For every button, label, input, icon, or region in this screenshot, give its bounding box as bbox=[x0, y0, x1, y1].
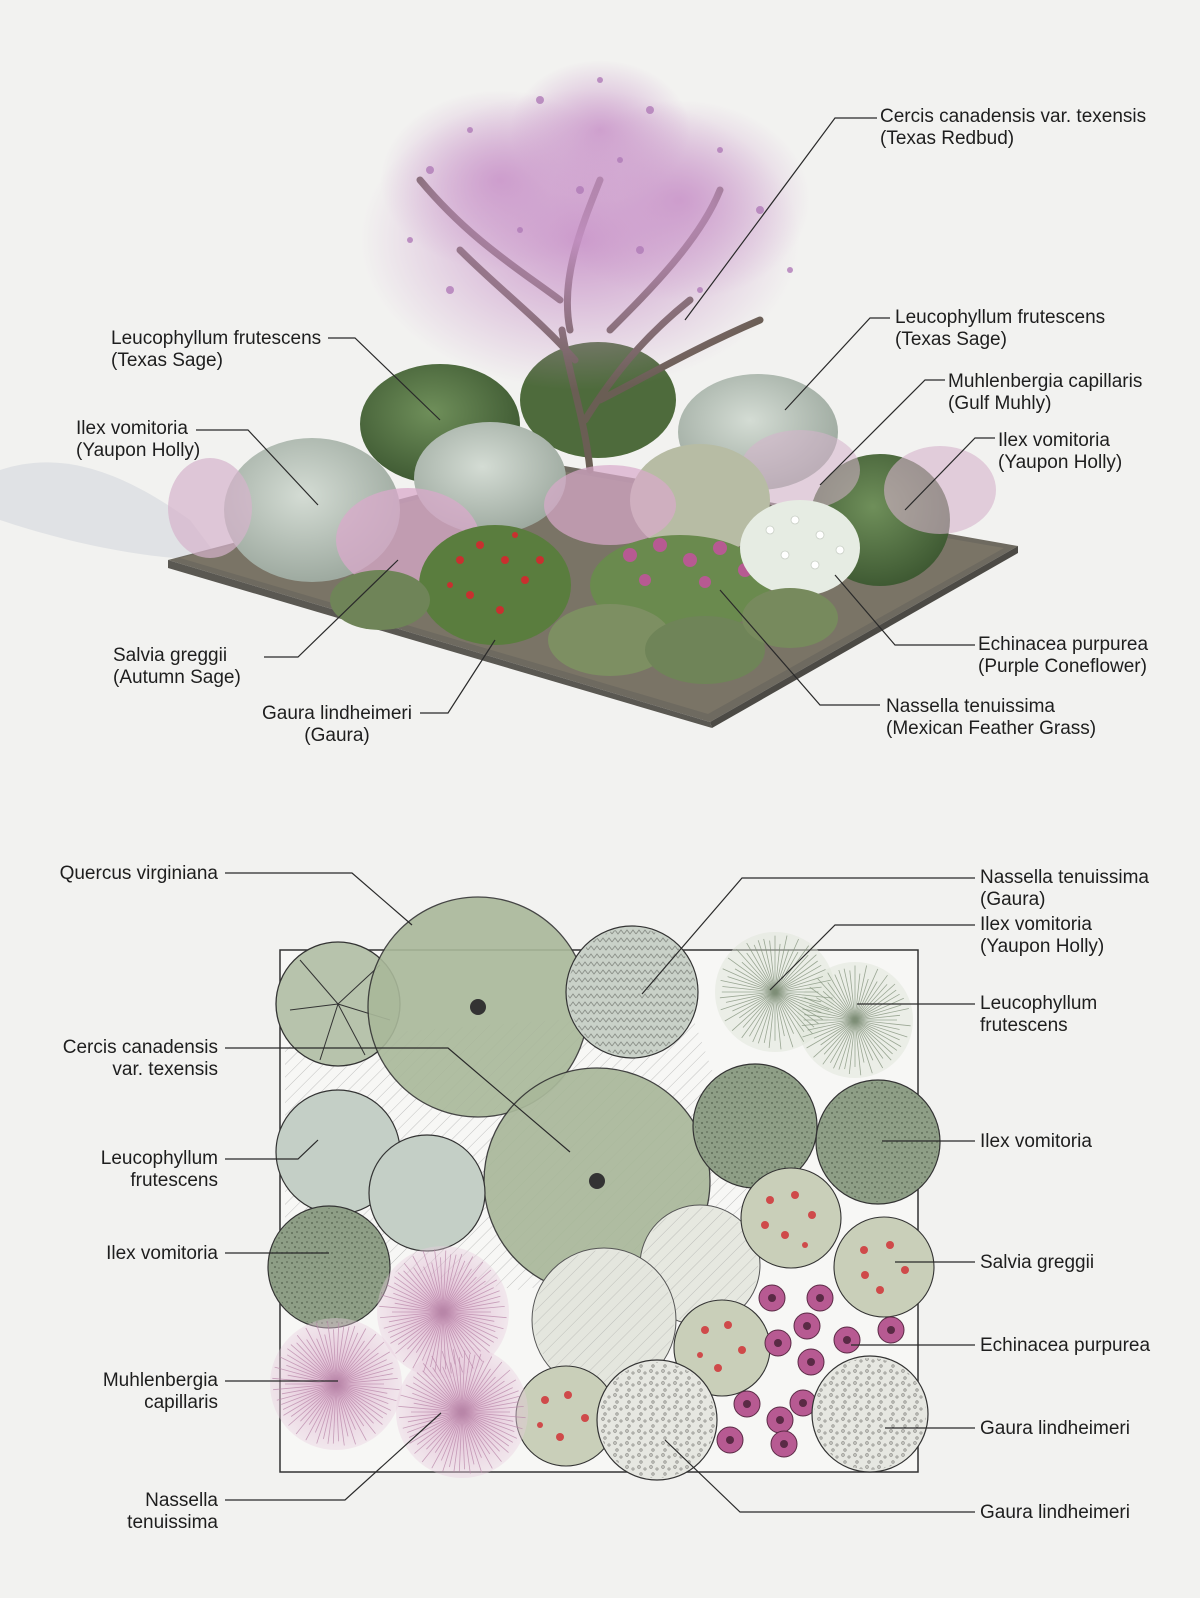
label-perspective-sage-right: Leucophyllum frutescens(Texas Sage) bbox=[895, 307, 1106, 350]
label-plan-gaura-1: Gaura lindheimeri bbox=[980, 1418, 1130, 1439]
nassella-burst bbox=[719, 935, 833, 1050]
label-plan-oak: Quercus virginiana bbox=[59, 863, 218, 884]
label-perspective-holly-left: Ilex vomitoria(Yaupon Holly) bbox=[76, 418, 201, 461]
label-perspective-feather: Nassella tenuissima(Mexican Feather Gras… bbox=[886, 696, 1097, 739]
label-perspective-redbud: Cercis canadensis var. texensis(Texas Re… bbox=[880, 106, 1147, 149]
label-perspective-sage-left: Leucophyllum frutescens(Texas Sage) bbox=[111, 328, 322, 371]
leader-lines bbox=[196, 117, 995, 1513]
muhly-burst bbox=[398, 1349, 526, 1474]
label-plan-echinacea: Echinacea purpurea bbox=[980, 1335, 1151, 1356]
label-plan-ilex: Ilex vomitoria bbox=[980, 1131, 1092, 1152]
label-perspective-muhly: Muhlenbergia capillaris(Gulf Muhly) bbox=[948, 371, 1143, 414]
label-perspective-holly-right: Ilex vomitoria(Yaupon Holly) bbox=[998, 430, 1123, 473]
muhly-burst bbox=[379, 1249, 507, 1374]
label-perspective-gaura: Gaura lindheimeri(Gaura) bbox=[262, 703, 412, 746]
label-perspective-salvia: Salvia greggii(Autumn Sage) bbox=[113, 645, 241, 688]
muhly-burst bbox=[272, 1321, 400, 1446]
nassella-burst bbox=[801, 965, 911, 1076]
label-plan-salvia: Salvia greggii bbox=[980, 1252, 1095, 1273]
label-plan-gaura-2: Gaura lindheimeri bbox=[980, 1502, 1130, 1523]
label-plan-nassella-right: Nassella tenuissima(Gaura) bbox=[980, 867, 1149, 910]
label-plan-holly-right: Ilex vomitoria(Yaupon Holly) bbox=[980, 914, 1105, 957]
label-plan-holly-left: Ilex vomitoria bbox=[106, 1243, 218, 1264]
perspective-bed bbox=[0, 60, 1018, 728]
salvia-blossoms bbox=[537, 1191, 909, 1441]
label-perspective-coneflower: Echinacea purpurea(Purple Coneflower) bbox=[978, 634, 1149, 677]
